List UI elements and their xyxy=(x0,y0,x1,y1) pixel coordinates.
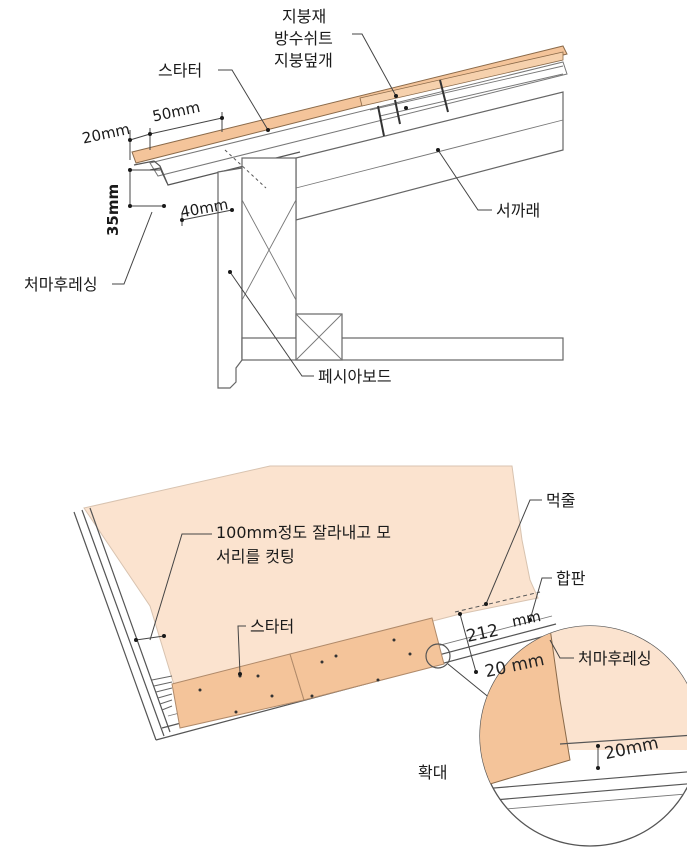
label-drip-edge-top: 처마후레싱 xyxy=(24,275,98,294)
nail-icon xyxy=(377,79,449,137)
drip-edge-profile xyxy=(133,151,301,186)
dim-chalk-offset-value: 212 xyxy=(465,621,501,647)
ceiling-joist xyxy=(241,337,564,361)
dim-chalk-offset-unit: mm xyxy=(510,607,542,631)
plywood-deck xyxy=(83,465,539,689)
label-fascia-board: 페시아보드 xyxy=(318,367,392,386)
top-labels: 지붕재 방수쉬트 지붕덮개 스타터 서까래 처마후레싱 페시아보드 xyxy=(24,7,540,386)
label-roofing: 지붕재 xyxy=(282,7,326,26)
roof-deck xyxy=(149,61,568,177)
starter-strip-2 xyxy=(289,617,445,701)
label-zoom: 확대 xyxy=(418,763,447,782)
label-cut-note-line1: 100mm정도 잘라내고 모 xyxy=(216,523,391,542)
label-chalk-line: 먹줄 xyxy=(546,491,575,510)
label-starter-bottom: 스타터 xyxy=(250,617,294,636)
flashing-corner xyxy=(151,675,173,711)
starter-layout-drawing xyxy=(73,465,561,741)
bottom-labels: 100mm정도 잘라내고 모 서리를 컷팅 스타터 먹줄 합판 212 mm 2… xyxy=(134,491,652,782)
starter-strip xyxy=(131,45,568,164)
dim-overhang-label: 20mm xyxy=(81,120,132,148)
eave-section-drawing xyxy=(131,45,568,389)
label-cut-note-line2: 서리를 컷팅 xyxy=(216,547,295,566)
dim-starter-width-label: 50mm xyxy=(151,98,202,126)
dim-flashing-height-label: 35mm xyxy=(104,184,122,236)
label-plywood: 합판 xyxy=(556,569,586,588)
label-roof-deck: 지붕덮개 xyxy=(274,51,333,70)
label-starter-top: 스타터 xyxy=(158,61,202,80)
roofing-shingles xyxy=(359,51,564,107)
sub-fascia xyxy=(241,157,297,359)
label-drip-edge-bottom: 처마후레싱 xyxy=(578,649,652,668)
label-rafter: 서까래 xyxy=(496,201,540,220)
label-waterproof-sheet: 방수쉬트 xyxy=(274,29,333,48)
